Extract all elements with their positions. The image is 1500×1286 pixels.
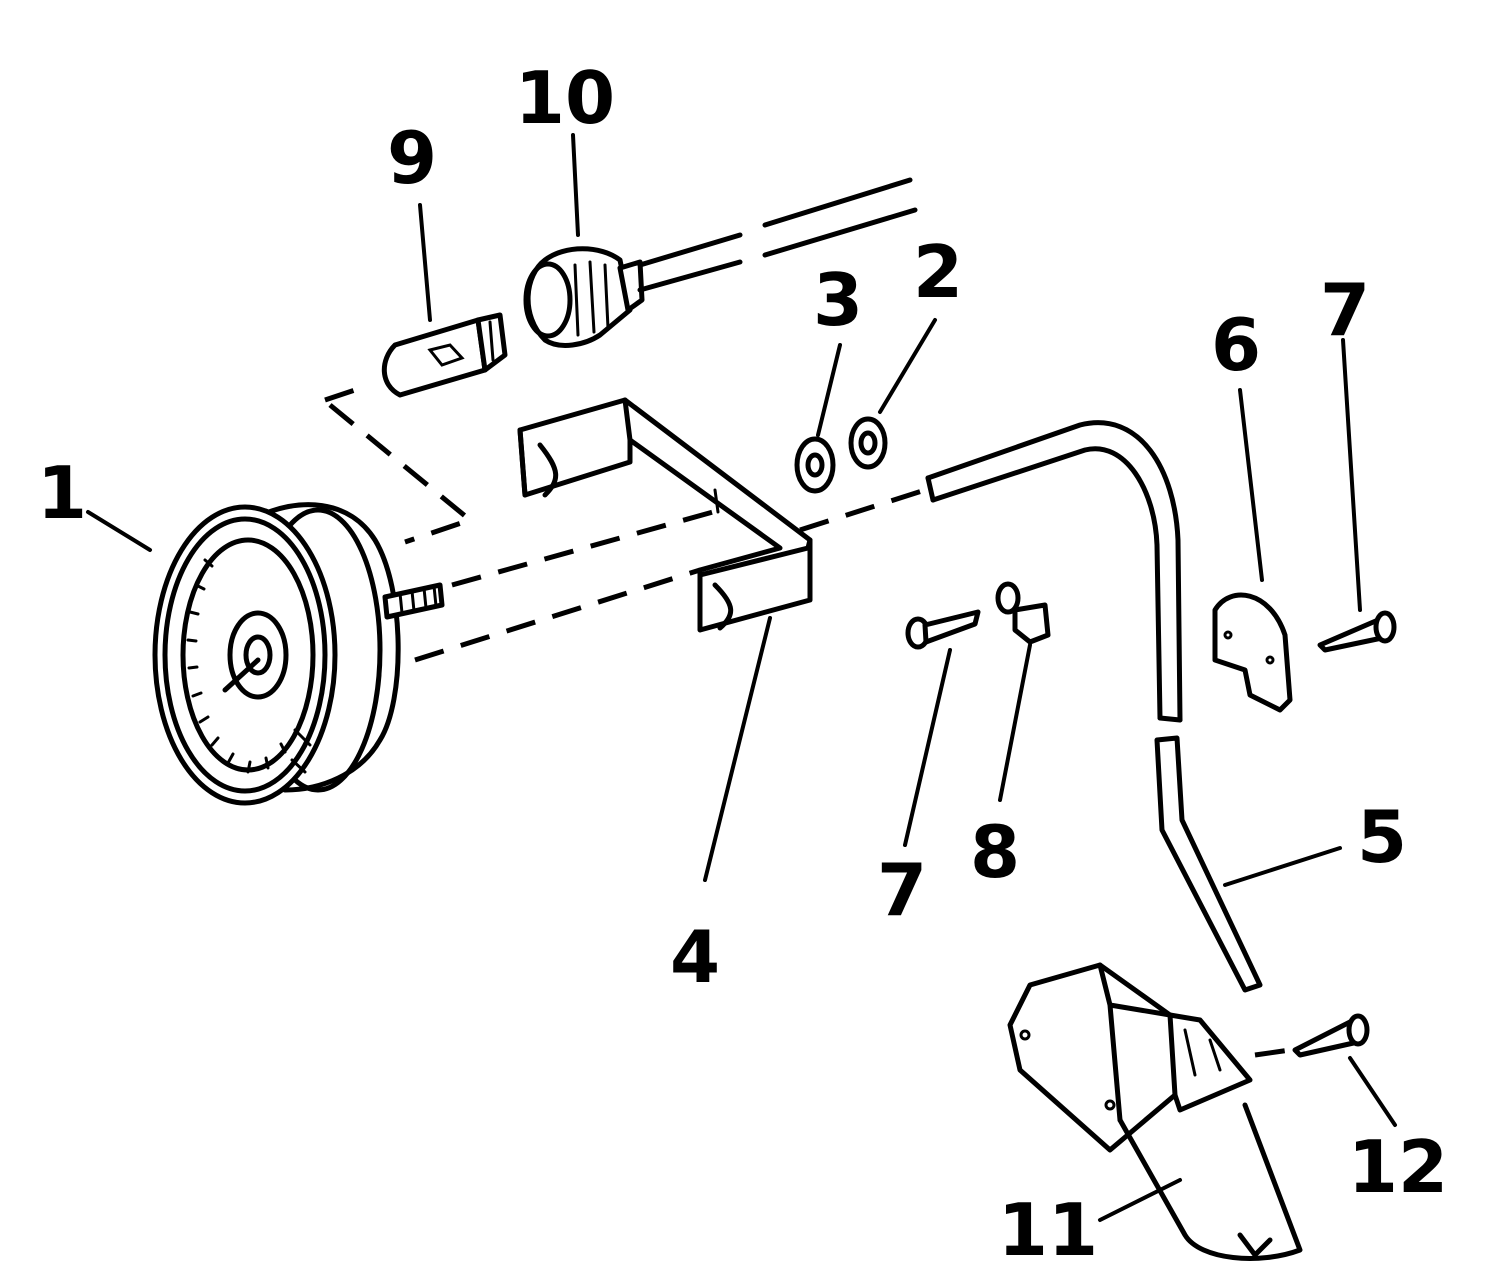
callout-10: 10 (515, 56, 615, 140)
screw-part-7-left (905, 609, 981, 650)
clip-part-6 (1212, 592, 1293, 713)
bulb-part-9 (381, 312, 508, 398)
callout-11: 11 (998, 1188, 1098, 1272)
leader-lines (86, 133, 1397, 1222)
callout-2: 2 (913, 230, 963, 314)
callout-5: 5 (1357, 795, 1407, 879)
callout-6: 6 (1211, 303, 1261, 387)
callout-3: 3 (813, 258, 863, 342)
bracket-part-4 (517, 397, 813, 633)
sender-part-11 (1007, 962, 1303, 1261)
callout-9: 9 (387, 116, 437, 200)
screw-part-7-right (1317, 610, 1397, 653)
gauge-part-1 (152, 502, 445, 806)
callout-7-right: 7 (1320, 268, 1370, 352)
callout-7-left: 7 (877, 848, 927, 932)
callout-4: 4 (670, 915, 720, 999)
tube-part-5 (925, 420, 1263, 993)
screw-part-12 (1292, 1013, 1370, 1058)
socket-part-10 (523, 177, 918, 348)
callout-12: 12 (1348, 1125, 1448, 1209)
washer-part-3 (794, 436, 836, 494)
nut-part-2 (848, 416, 888, 470)
callout-8: 8 (970, 810, 1020, 894)
callout-1: 1 (37, 451, 87, 535)
callout-labels: 1 2 3 4 5 6 7 7 8 9 10 11 12 (37, 56, 1448, 1272)
clamp-part-8 (995, 581, 1051, 645)
assembly-guide-lines (324, 387, 1291, 1058)
